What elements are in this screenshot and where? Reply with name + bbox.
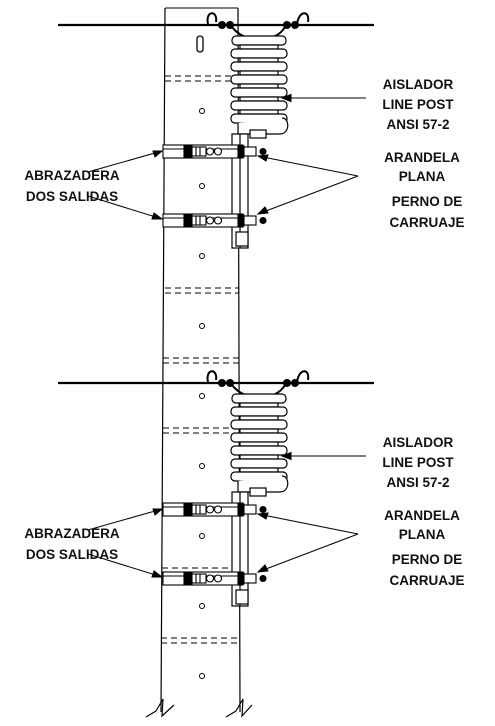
washer-label-line-2: PLANA [399, 527, 446, 542]
clamp-label-line-2: DOS SALIDAS [26, 547, 118, 562]
pole-holes [199, 108, 205, 679]
line-post-insulator [206, 12, 310, 139]
leader-lines-1 [87, 93, 366, 220]
line-post-insulator [206, 370, 310, 497]
insulator-assembly-2 [87, 370, 366, 607]
leader-lines-2 [87, 451, 366, 578]
washer-label-line-1: ARANDELA [384, 508, 460, 523]
labels-assembly-1: AISLADOR LINE POST ANSI 57-2 ARANDELA PL… [24, 77, 464, 230]
bolt-label-line-2: CARRUAJE [389, 573, 464, 588]
labels-assembly-2: AISLADOR LINE POST ANSI 57-2 ARANDELA PL… [24, 435, 464, 588]
insulator-label-line-2: LINE POST [382, 97, 454, 112]
bolt-label-line-1: PERNO DE [392, 552, 463, 567]
clamp-label-line-1: ABRAZADERA [24, 526, 119, 541]
clamp-upper [162, 144, 267, 159]
pole-top-slot [196, 35, 204, 53]
washer-label-line-1: ARANDELA [384, 150, 460, 165]
insulator-label-line-1: AISLADOR [383, 77, 454, 92]
insulator-assembly-1 [87, 12, 366, 249]
pole-break-symbol [145, 698, 253, 718]
clamp-label-line-1: ABRAZADERA [24, 168, 119, 183]
insulator-label-line-2: LINE POST [382, 455, 454, 470]
clamp-upper [162, 502, 267, 517]
clamp-lower [162, 571, 267, 586]
bolt-label-line-2: CARRUAJE [389, 215, 464, 230]
insulator-label-line-3: ANSI 57-2 [386, 475, 449, 490]
clamp-lower [162, 213, 267, 228]
clamp-label-line-2: DOS SALIDAS [26, 189, 118, 204]
pole-band-lines [161, 75, 240, 644]
bolt-label-line-1: PERNO DE [392, 194, 463, 209]
washer-label-line-2: PLANA [399, 169, 446, 184]
insulator-label-line-3: ANSI 57-2 [386, 117, 449, 132]
insulator-label-line-1: AISLADOR [383, 435, 454, 450]
